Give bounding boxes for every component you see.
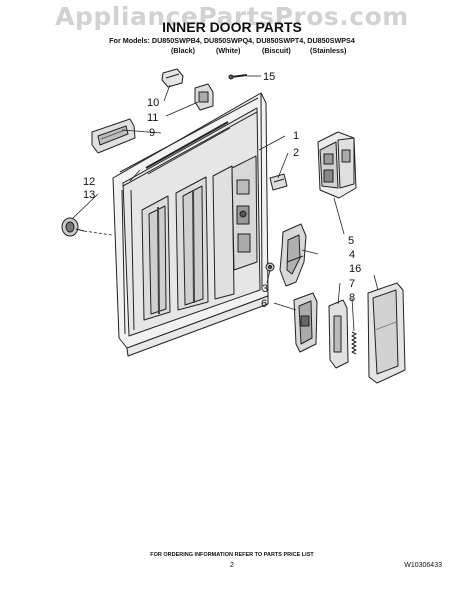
callout-1: 1: [293, 130, 299, 142]
part-3-fastener: [265, 262, 275, 272]
models-line: For Models: DU850SWPB4, DU850SWPQ4, DU85…: [109, 36, 355, 45]
part-16-cover: [367, 282, 406, 384]
page-title: INNER DOOR PARTS: [162, 19, 302, 35]
callout-labels: 1 2 3 4 5 6 7 8 9 10 11 12 13 15 16: [83, 71, 361, 310]
inner-door-panel: [112, 92, 269, 357]
callout-5: 5: [348, 235, 354, 247]
part-11-clip: [194, 83, 214, 111]
callout-4: 4: [349, 249, 355, 261]
callout-9: 9: [149, 127, 155, 139]
callout-7: 7: [349, 278, 355, 290]
part-13-knob: [61, 217, 85, 237]
callout-13: 13: [83, 189, 95, 201]
part-8-spring: [351, 331, 357, 355]
part-9-bracket: [91, 118, 136, 154]
part-15-screw: [228, 74, 248, 80]
callout-10: 10: [147, 97, 159, 109]
part-10-clip: [161, 68, 184, 88]
callout-8: 8: [349, 292, 355, 304]
part-7-strike: [328, 299, 349, 369]
leader-lines: [71, 75, 379, 332]
callout-3: 3: [262, 283, 268, 295]
color-label-biscuit: (Biscuit): [262, 46, 291, 55]
callout-6: 6: [261, 298, 267, 310]
page-number: 2: [230, 562, 234, 569]
callout-2: 2: [293, 147, 299, 159]
part-6-latch-housing: [293, 292, 318, 353]
callout-11: 11: [147, 112, 158, 124]
color-label-white: (White): [216, 46, 241, 55]
document-number: W10306433: [404, 562, 442, 569]
part-4-latch: [279, 223, 307, 287]
part-5-dispenser: [317, 131, 357, 199]
footer-note: FOR ORDERING INFORMATION REFER TO PARTS …: [150, 552, 314, 558]
callout-16: 16: [349, 263, 361, 275]
watermark: AppliancePartsPros.com: [55, 2, 409, 31]
color-label-black: (Black): [171, 46, 195, 55]
callout-15: 15: [263, 71, 275, 83]
color-label-stainless: (Stainless): [310, 46, 347, 55]
callout-12: 12: [83, 176, 95, 188]
